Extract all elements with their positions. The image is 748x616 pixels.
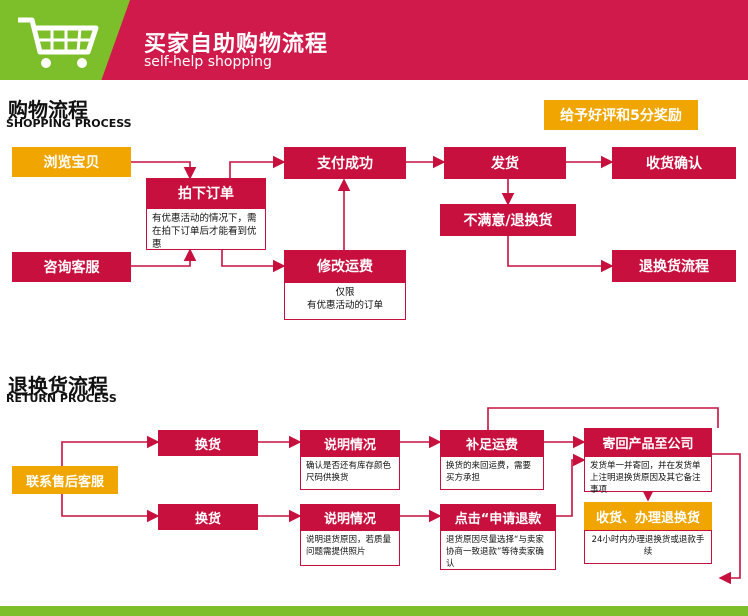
reward-badge: 给予好评和5分奖励 [544, 100, 698, 130]
modify-note-line-1: 仅限 [335, 287, 355, 298]
modify-shipping-step: 修改运费 [284, 250, 406, 282]
explain-note-2: 说明退货原因，若质量问题需提供照片 [300, 530, 400, 566]
return-section-subtitle: RETURN PROCESS [6, 392, 117, 405]
topup-note: 换货的来回运费，需要买方承担 [440, 456, 544, 490]
return-flow-step: 退换货流程 [612, 250, 736, 282]
modify-note-line-2: 有优惠活动的订单 [306, 300, 383, 311]
topup-shipping-step: 补足运费 [440, 430, 544, 456]
header-subtitle: self-help shopping [144, 54, 272, 70]
payment-success-step: 支付成功 [284, 147, 406, 179]
header-title: 买家自助购物流程 [144, 32, 329, 57]
contact-aftersales-step: 联系售后客服 [12, 466, 118, 494]
receive-process-step: 收货、办理退换货 [584, 502, 712, 530]
send-back-step: 寄回产品至公司 [584, 428, 712, 456]
explain-situation-step-1: 说明情况 [300, 430, 400, 456]
shopping-section-subtitle: SHOPPING PROCESS [6, 117, 132, 130]
apply-refund-step: 点击“申请退款 [440, 504, 556, 530]
return-section-title: 退换货流程 [8, 374, 108, 398]
footer-bar [0, 606, 748, 616]
explain-situation-step-2: 说明情况 [300, 504, 400, 530]
receive-process-note: 24小时内办理退换货或退款手续 [584, 530, 712, 564]
exchange-step: 换货 [158, 430, 258, 456]
place-order-note: 有优惠活动的情况下，需在拍下订单后才能看到优惠 [146, 208, 266, 250]
shopping-cart-icon [18, 17, 99, 68]
browse-products-step: 浏览宝贝 [12, 147, 131, 177]
explain-note-1: 确认是否还有库存颜色尺码供换货 [300, 456, 400, 490]
ship-step: 发货 [444, 147, 566, 179]
apply-refund-note: 退货原因尽量选择“与卖家协商一致退款”等待卖家确认 [440, 530, 556, 570]
confirm-receipt-step: 收货确认 [612, 147, 736, 179]
send-back-note: 发货单一并寄回，并在发货单上注明退换货原因及其它备注事项 [584, 456, 712, 495]
refund-step: 换货 [158, 504, 258, 530]
place-order-step: 拍下订单 [146, 178, 266, 208]
shopping-section-title: 购物流程 [8, 98, 88, 122]
consult-service-step: 咨询客服 [12, 252, 131, 282]
unsatisfied-step: 不满意/退换货 [440, 204, 576, 236]
modify-shipping-note: 仅限 有优惠活动的订单 [284, 282, 406, 320]
